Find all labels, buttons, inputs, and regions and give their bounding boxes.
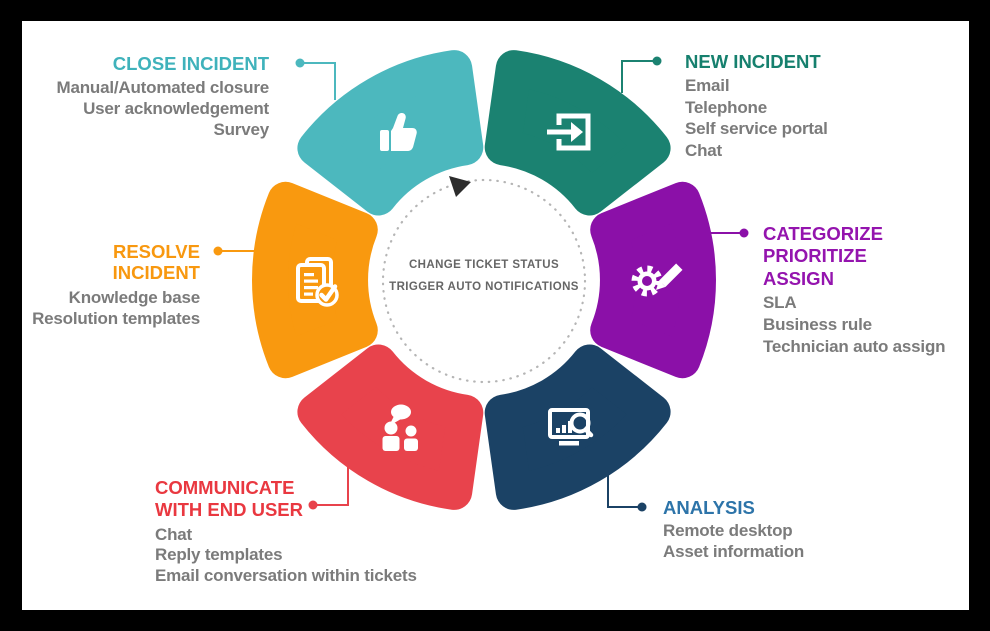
thumbs-up-icon [380,112,417,151]
segment-close-incident [297,50,484,216]
center-text-line2: TRIGGER AUTO NOTIFICATIONS [389,281,579,293]
connectors [221,60,742,508]
connector-analysis [607,468,640,508]
dot-categorize [739,228,749,238]
section-title: COMMUNICATE [155,477,295,498]
section-label-communicate: COMMUNICATE WITH END USER Chat Reply tem… [155,477,417,586]
section-label-analysis: ANALYSIS Remote desktop Asset informatio… [663,497,804,562]
dot-analysis [637,502,647,512]
section-title: ANALYSIS [663,497,755,518]
section-item: Email [685,76,730,95]
dashed-cycle-circle [381,178,587,384]
dot-new [652,56,662,66]
cycle-direction-arrow-icon [449,176,471,197]
section-item: Asset information [663,541,805,561]
section-item: Email conversation within tickets [155,565,417,585]
dot-close [295,58,305,68]
section-label-close-incident: CLOSE INCIDENT Manual/Automated closure … [56,53,270,140]
section-title: WITH END USER [155,499,303,520]
section-title: PRIORITIZE [763,245,867,267]
section-item: Resolution templates [32,308,200,328]
segment-analysis [484,344,671,510]
section-item: Survey [213,120,269,139]
section-item: SLA [763,292,797,312]
login-arrow-icon [547,113,591,151]
section-label-categorize: CATEGORIZE PRIORITIZE ASSIGN SLA Busines… [763,223,946,358]
section-title: NEW INCIDENT [685,51,821,72]
section-title: INCIDENT [112,262,200,284]
section-item: Telephone [685,97,767,117]
section-item: Chat [685,140,722,160]
section-item: Manual/Automated closure [56,78,270,97]
section-item: Technician auto assign [763,336,946,356]
section-item: User acknowledgement [83,99,269,118]
docs-check-icon [296,257,339,307]
dot-resolve [213,246,223,256]
section-title: CLOSE INCIDENT [112,53,269,74]
section-item: Business rule [763,314,872,334]
monitor-search-icon [548,408,594,446]
connector-communicate [316,465,349,506]
section-item: Reply templates [155,545,283,564]
people-chat-icon [382,404,418,451]
section-item: Self service portal [685,119,828,138]
section-title: ASSIGN [763,267,834,289]
connector-dots [213,56,749,512]
connector-new [621,60,657,93]
connector-close [300,62,336,100]
section-title: RESOLVE [112,241,200,262]
section-item: Knowledge base [68,288,201,308]
gear-pencil-icon [631,263,683,297]
section-item: Remote desktop [663,520,793,540]
section-label-resolve: RESOLVE INCIDENT Knowledge base Resoluti… [32,241,200,329]
section-label-new-incident: NEW INCIDENT Email Telephone Self servic… [685,51,828,161]
section-item: Chat [155,524,192,544]
dot-communicate [308,500,318,510]
center-text-line1: CHANGE TICKET STATUS [408,259,560,271]
section-title: CATEGORIZE [763,223,883,244]
